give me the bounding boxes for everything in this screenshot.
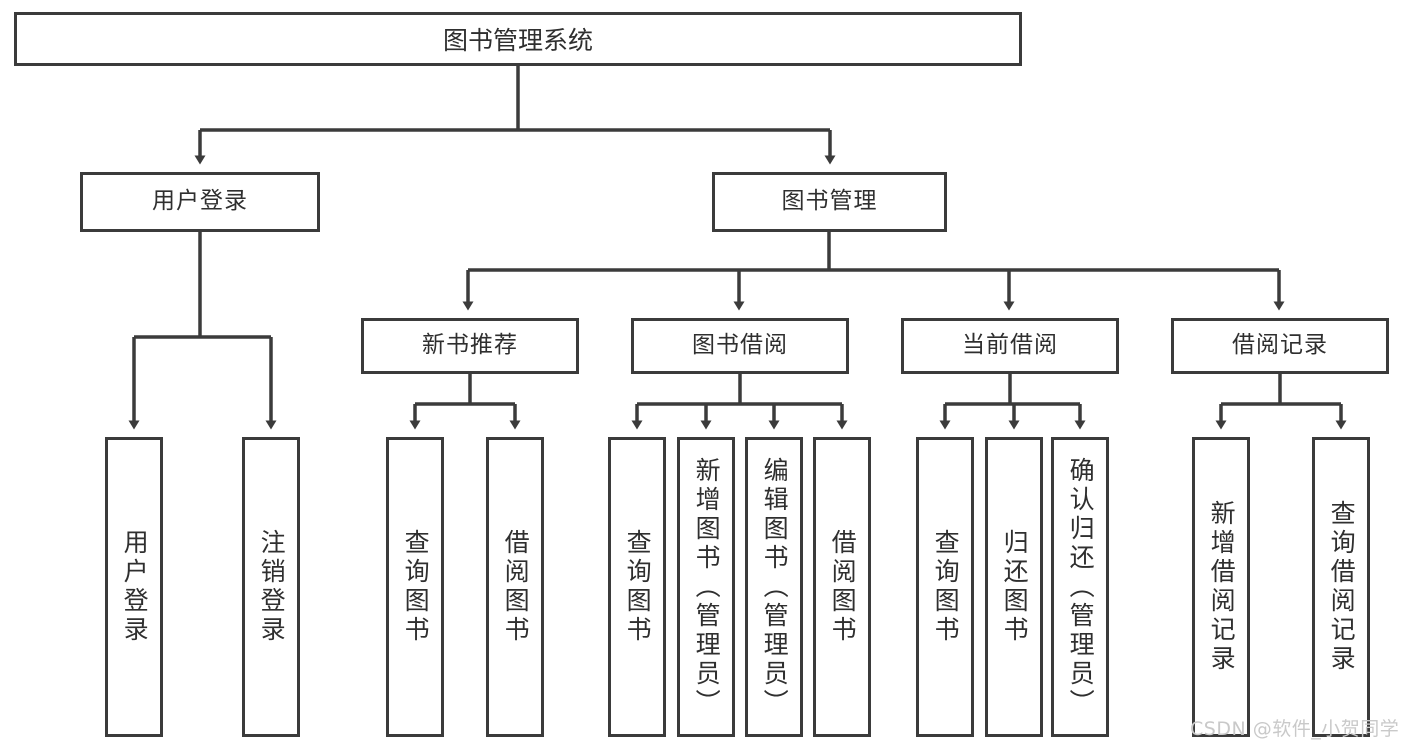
node-leaf-user-login[interactable]: 用户登录 <box>105 437 163 737</box>
node-borrow-record-label: 借阅记录 <box>1232 332 1328 359</box>
node-new-book-recommend-label: 新书推荐 <box>422 332 518 359</box>
node-book-borrow[interactable]: 图书借阅 <box>631 318 849 374</box>
node-leaf-edit-book-label: 编辑图书（管理员） <box>760 456 790 718</box>
node-leaf-user-logout[interactable]: 注销登录 <box>242 437 300 737</box>
node-leaf-query-book-3[interactable]: 查询图书 <box>916 437 974 737</box>
node-leaf-confirm-return-label: 确认归还（管理员） <box>1066 456 1096 718</box>
node-book-manage-label: 图书管理 <box>781 188 878 215</box>
node-leaf-query-record[interactable]: 查询借阅记录 <box>1312 437 1370 737</box>
node-leaf-borrow-book-2[interactable]: 借阅图书 <box>813 437 871 737</box>
node-leaf-borrow-book-1-label: 借阅图书 <box>501 529 531 645</box>
node-leaf-confirm-return[interactable]: 确认归还（管理员） <box>1051 437 1109 737</box>
node-leaf-add-book-label: 新增图书（管理员） <box>692 456 722 718</box>
node-current-borrow[interactable]: 当前借阅 <box>901 318 1119 374</box>
node-leaf-query-book-3-label: 查询图书 <box>931 529 961 645</box>
node-leaf-add-book[interactable]: 新增图书（管理员） <box>677 437 735 737</box>
node-leaf-query-record-label: 查询借阅记录 <box>1327 500 1357 674</box>
node-leaf-query-book-2-label: 查询图书 <box>623 529 653 645</box>
node-leaf-add-record[interactable]: 新增借阅记录 <box>1192 437 1250 737</box>
node-book-manage[interactable]: 图书管理 <box>712 172 947 232</box>
node-leaf-user-login-label: 用户登录 <box>120 529 150 645</box>
node-root[interactable]: 图书管理系统 <box>14 12 1022 66</box>
node-leaf-borrow-book-2-label: 借阅图书 <box>828 529 858 645</box>
node-user-login-label: 用户登录 <box>152 188 248 215</box>
node-leaf-query-book-2[interactable]: 查询图书 <box>608 437 666 737</box>
csdn-watermark: CSDN @软件_小贺同学 <box>1190 718 1400 740</box>
node-leaf-add-record-label: 新增借阅记录 <box>1207 500 1237 674</box>
node-leaf-borrow-book-1[interactable]: 借阅图书 <box>486 437 544 737</box>
node-book-borrow-label: 图书借阅 <box>692 332 788 359</box>
node-borrow-record[interactable]: 借阅记录 <box>1171 318 1389 374</box>
node-new-book-recommend[interactable]: 新书推荐 <box>361 318 579 374</box>
node-leaf-return-book[interactable]: 归还图书 <box>985 437 1043 737</box>
node-current-borrow-label: 当前借阅 <box>962 332 1058 359</box>
node-leaf-query-book-1[interactable]: 查询图书 <box>386 437 444 737</box>
node-leaf-query-book-1-label: 查询图书 <box>401 529 431 645</box>
node-leaf-return-book-label: 归还图书 <box>1000 529 1030 645</box>
node-user-login[interactable]: 用户登录 <box>80 172 320 232</box>
node-leaf-user-logout-label: 注销登录 <box>257 529 287 645</box>
node-leaf-edit-book[interactable]: 编辑图书（管理员） <box>745 437 803 737</box>
node-root-label: 图书管理系统 <box>442 26 593 55</box>
